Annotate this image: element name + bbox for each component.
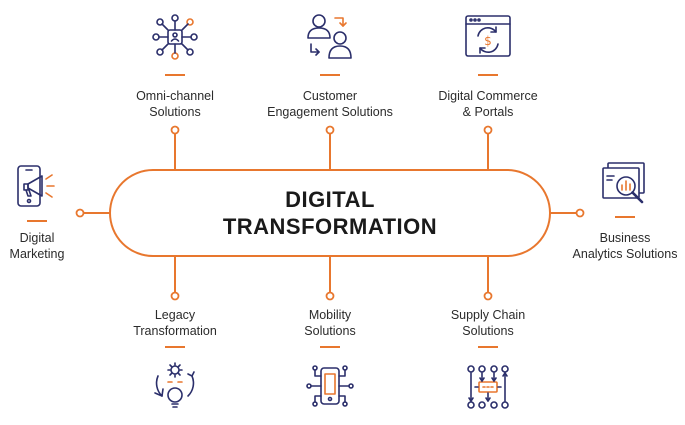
connector-dot-digital-marketing bbox=[75, 208, 85, 218]
mobile-circuit-icon bbox=[305, 362, 355, 412]
phone-megaphone-icon bbox=[12, 162, 62, 212]
label-divider bbox=[320, 346, 340, 348]
gear-cycle-bulb-icon bbox=[150, 362, 200, 412]
connector-dot-digital-commerce bbox=[483, 125, 493, 135]
node-label-supply-chain: Supply Chain Solutions bbox=[450, 308, 526, 338]
label-divider bbox=[320, 74, 340, 76]
people-exchange-icon bbox=[305, 12, 355, 62]
label-divider bbox=[615, 216, 635, 218]
label-divider bbox=[478, 346, 498, 348]
node-label-digital-commerce: Digital Commerce & Portals bbox=[438, 89, 538, 119]
center-title: DIGITAL TRANSFORMATION bbox=[222, 187, 438, 239]
label-divider bbox=[165, 74, 185, 76]
analytics-magnifier-icon bbox=[600, 160, 650, 210]
svg-text:$: $ bbox=[484, 34, 492, 48]
node-label-legacy-transformation: Legacy Transformation bbox=[133, 308, 217, 338]
node-label-mobility: Mobility Solutions bbox=[304, 308, 356, 338]
browser-payment-icon: $ bbox=[463, 12, 513, 62]
label-divider bbox=[27, 220, 47, 222]
connector-dot-business-analytics bbox=[575, 208, 585, 218]
supply-flow-icon bbox=[463, 362, 513, 412]
node-label-omni-channel: Omni-channel Solutions bbox=[136, 89, 214, 119]
node-label-business-analytics: Business Analytics Solutions bbox=[572, 231, 678, 261]
label-divider bbox=[165, 346, 185, 348]
connector-dot-mobility bbox=[325, 291, 335, 301]
node-label-customer-engagement: Customer Engagement Solutions bbox=[267, 89, 393, 119]
network-hub-icon bbox=[150, 12, 200, 62]
connector-dot-legacy-transformation bbox=[170, 291, 180, 301]
connector-dot-omni-channel bbox=[170, 125, 180, 135]
node-label-digital-marketing: Digital Marketing bbox=[9, 231, 65, 261]
label-divider bbox=[478, 74, 498, 76]
connector-dot-customer-engagement bbox=[325, 125, 335, 135]
connector-dot-supply-chain bbox=[483, 291, 493, 301]
